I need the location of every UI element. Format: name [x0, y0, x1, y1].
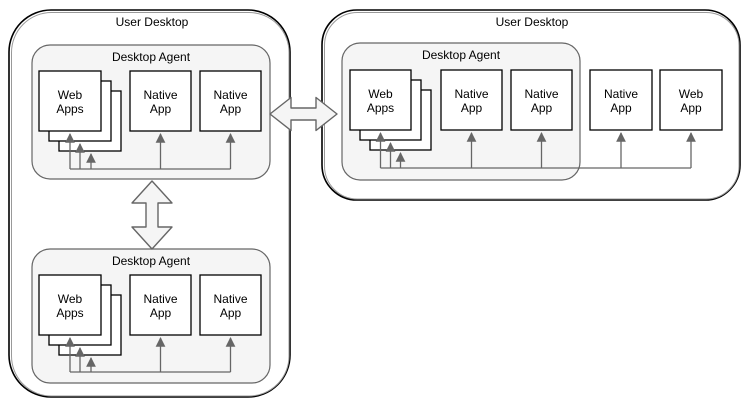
native-app-label-line1: Native [213, 88, 247, 102]
native-app-box [129, 70, 192, 132]
native-app-label-line1: Native [524, 87, 558, 101]
web-app-label-line2: App [680, 101, 702, 115]
web-apps-label-line2: Apps [56, 306, 83, 320]
left-agent-1-title: Desktop Agent [112, 50, 191, 64]
native-app-box [199, 70, 262, 132]
native-app-label-line2: App [150, 102, 172, 116]
native-app-box [199, 274, 262, 336]
left-user-desktop-sketch-echo [11, 12, 290, 397]
vertical-double-arrow-icon [131, 180, 173, 250]
left-agent-2-title: Desktop Agent [112, 254, 191, 268]
standalone-web-app-box [659, 69, 723, 131]
right-agent-title: Desktop Agent [422, 48, 501, 62]
native-app-box [510, 69, 573, 131]
left-user-desktop-title: User Desktop [116, 15, 189, 29]
web-apps-label-line2: Apps [56, 102, 83, 116]
horizontal-double-arrow-icon [269, 96, 338, 132]
web-apps-box [349, 69, 412, 131]
standalone-native-app-box [589, 69, 653, 131]
native-app-label-line1: Native [143, 88, 177, 102]
native-app-label-line2: App [220, 306, 242, 320]
native-app-label-line1: Native [213, 292, 247, 306]
native-app-box [440, 69, 503, 131]
web-apps-label-line1: Web [58, 88, 83, 102]
web-apps-box [38, 70, 102, 132]
native-app-label-line2: App [610, 101, 632, 115]
native-app-label-line1: Native [604, 87, 638, 101]
web-apps-label-line2: Apps [367, 101, 394, 115]
native-app-label-line1: Native [143, 292, 177, 306]
right-user-desktop-title: User Desktop [496, 15, 569, 29]
web-apps-label-line1: Web [58, 292, 83, 306]
web-apps-label-line1: Web [368, 87, 393, 101]
native-app-label-line1: Native [454, 87, 488, 101]
web-app-label-line1: Web [679, 87, 704, 101]
native-app-box [129, 274, 192, 336]
native-app-label-line2: App [461, 101, 483, 115]
native-app-label-line2: App [220, 102, 242, 116]
native-app-label-line2: App [531, 101, 553, 115]
native-app-label-line2: App [150, 306, 172, 320]
web-apps-box [38, 274, 102, 336]
